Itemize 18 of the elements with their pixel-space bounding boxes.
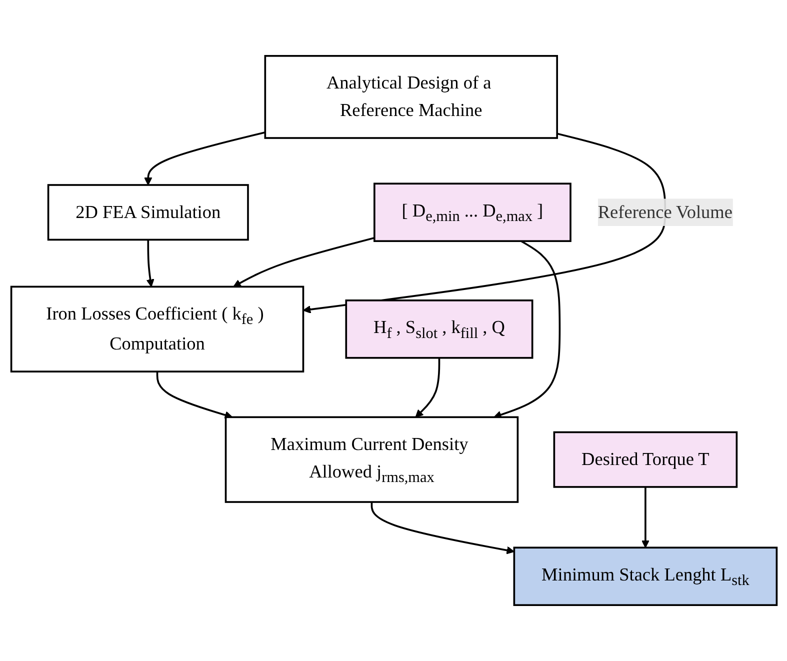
node-box: H$_{f}$ , S$_{slot}$ , k$_{fill}$ , Q [344, 299, 533, 359]
arrow [370, 502, 514, 554]
node-box: [ D$_{e,min}$ ... D$_{e,max}$ ] [373, 182, 571, 242]
arrow [146, 240, 154, 288]
node-box: Analytical Design of a Reference Machine [264, 55, 558, 139]
arrow [232, 237, 374, 288]
arrow [640, 486, 649, 548]
node-box: 2D FEA Simulation [46, 184, 248, 241]
node-box: Minimum Stack Lenght L$_{stk}$ [512, 546, 778, 606]
arrow [156, 372, 232, 419]
arrow [414, 358, 440, 418]
edge-label: Reference Volume [597, 202, 732, 222]
node-box: Iron Losses Coefficient ( k$_{fe}$ ) Computation [10, 286, 304, 372]
arrow [302, 132, 666, 314]
arrow [144, 132, 265, 186]
node-box: Maximum Current Density Allowed j$_{rms,max}$ [224, 416, 518, 503]
node-box: Desired Torque T [552, 431, 738, 488]
arrow [493, 240, 560, 419]
